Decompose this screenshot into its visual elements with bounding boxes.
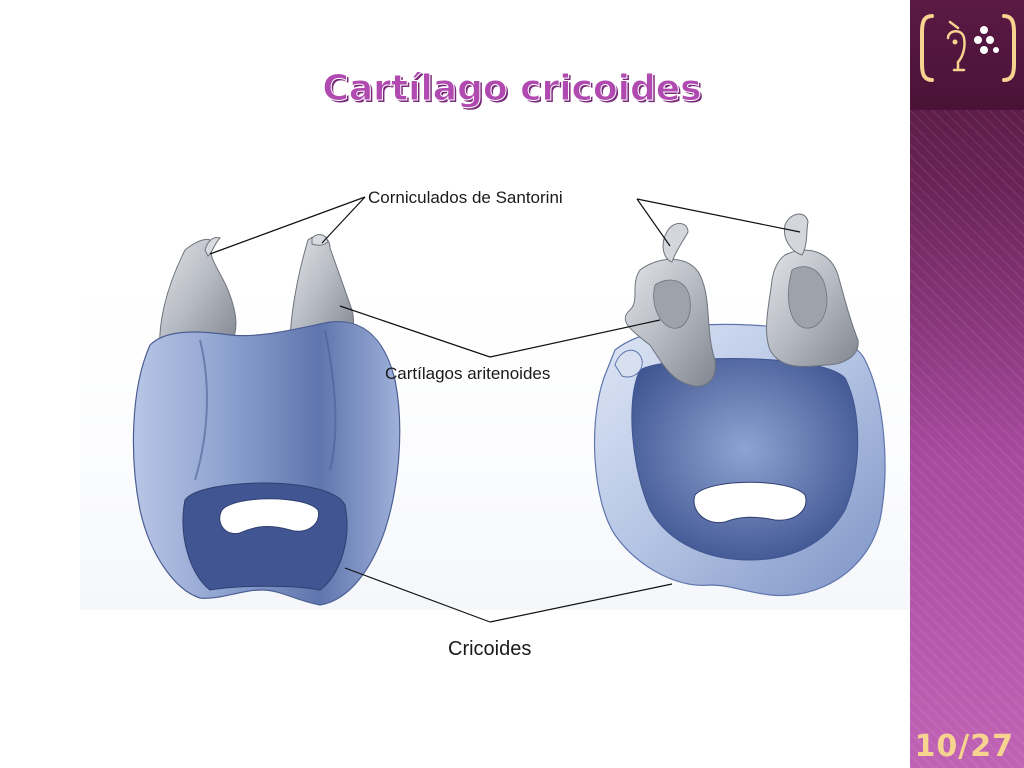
cricoid-lumen-superior (693, 481, 807, 524)
label-corniculados: Corniculados de Santorini (368, 188, 563, 207)
corniculate-left-2 (311, 234, 329, 246)
cricoid-posterior-view (132, 234, 401, 606)
leader-aritenoide-2 (489, 319, 661, 358)
leader-corniculado-3 (636, 198, 671, 247)
leader-corniculado-2 (321, 196, 366, 244)
cricoid-diagram (80, 196, 910, 623)
label-cricoides: Cricoides (448, 638, 532, 660)
arytenoid-left-2 (289, 235, 355, 349)
slide-number: 10/27 (914, 729, 1014, 764)
articular-facet-left (614, 350, 643, 378)
leader-corniculado-1 (209, 196, 366, 255)
corniculate-right-1 (662, 223, 689, 263)
face-with-dots-logo-icon (920, 14, 1016, 82)
arytenoid-right-2-facet (788, 266, 828, 329)
arytenoid-right-1-facet (653, 279, 691, 329)
leader-lines (209, 196, 801, 623)
slide-title: Cartílago cricoides (322, 68, 702, 110)
leader-corniculado-4 (636, 198, 801, 233)
leader-cricoides-2 (489, 583, 673, 623)
leader-aritenoide-1 (339, 305, 491, 358)
decorative-sidebar: 10/27 (910, 0, 1024, 768)
cricoid-superior-view (593, 213, 886, 597)
label-aritenoides: Cartílagos aritenoides (385, 364, 551, 383)
corniculate-left-1 (204, 237, 221, 257)
posterior-lamina-ridge (194, 329, 337, 481)
cricoid-lumen-posterior (219, 498, 320, 535)
cricoid-interior-superior (631, 358, 859, 561)
leader-cricoides-1 (344, 567, 491, 623)
corniculate-right-2 (783, 213, 809, 256)
